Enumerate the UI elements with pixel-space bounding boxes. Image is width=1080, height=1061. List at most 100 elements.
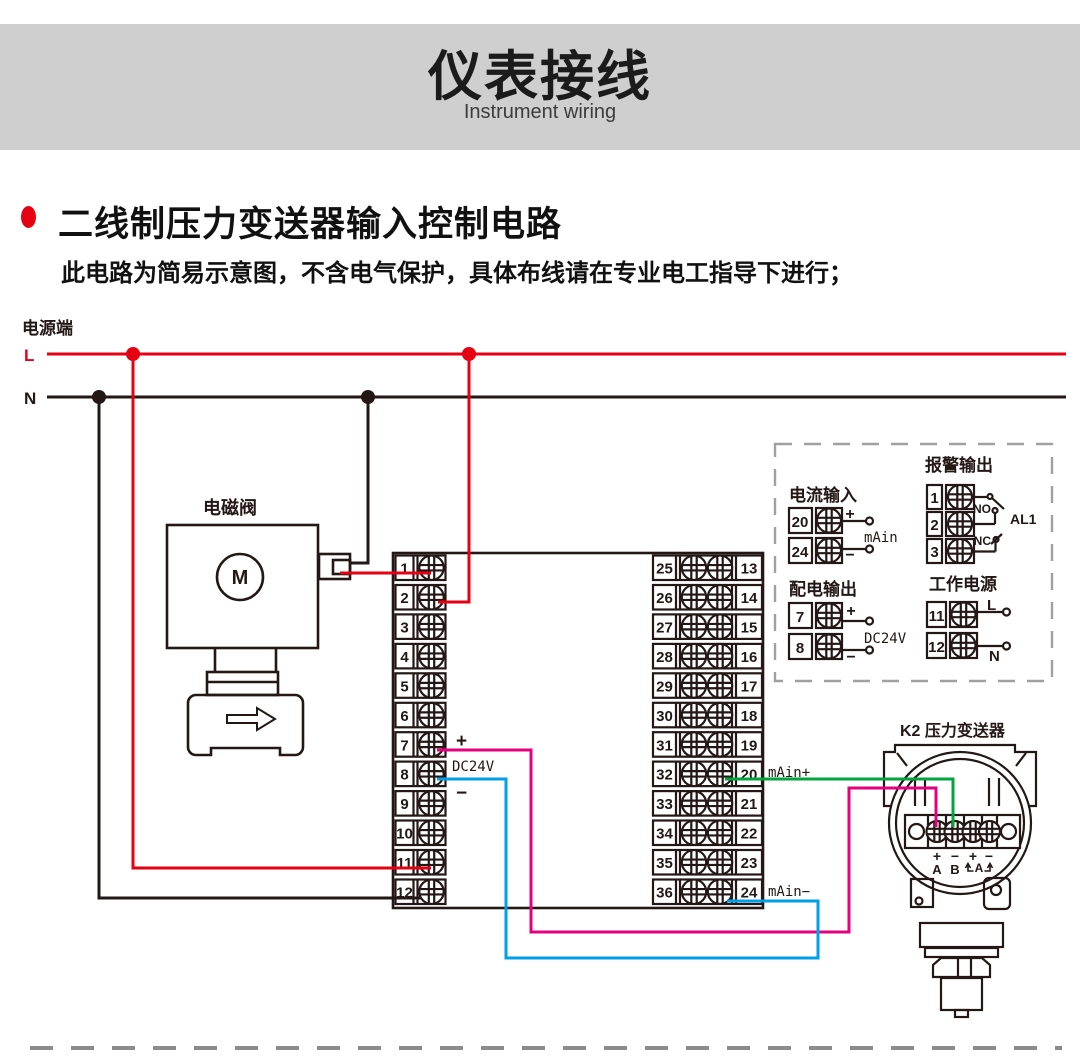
pin-b-label: B [950,862,959,877]
transmitter-flange [923,946,1000,959]
terminal-screw [950,601,977,628]
terminal-screw [946,483,974,511]
screw-slot [708,879,732,904]
section-note: 此电路为简易示意图，不含电气保护，具体布线请在专业电工指导下进行； [61,260,853,287]
terminal-number: 4 [400,649,409,666]
main-in-plus-label: mAin+ [768,765,810,781]
flow-arrow-icon [226,706,277,732]
terminal-number: 32 [656,767,673,784]
screw-circle [706,701,734,729]
mount-bracket-left [909,877,935,909]
screw-circle [418,642,445,670]
screw-slot [682,644,706,669]
screw-circle [418,731,445,758]
dc24v-positive-wire [437,748,938,934]
screw-slot [708,644,732,669]
terminal-screw [815,602,843,629]
screw-circle [946,537,974,565]
screw-slot [682,673,706,698]
terminal-number: 26 [656,590,673,607]
terminal-row: 30 18 [651,701,764,729]
polarity-sign: + [933,848,941,864]
screw-slot [708,791,732,816]
screw-circle [706,878,734,906]
ammeter-arrows [964,861,994,869]
terminal-row: 1 [394,554,447,582]
screw-slot [708,614,732,639]
screw-slot [682,585,706,610]
terminal-number: 2 [400,590,408,607]
screw-slot [708,761,732,786]
legend-alarm-output: 报警输出 1 2 3 NO NC AL1 [925,455,1037,565]
terminal-number: 19 [741,737,758,754]
terminal-row: 9 [394,789,447,817]
nc-label: NC [974,534,992,548]
mount-hole-icon [907,822,926,841]
screw-slot [682,614,706,639]
neutral-to-terminal12-wire [97,398,431,900]
terminal-row: 3 [394,613,447,641]
screw-slot [419,732,444,757]
terminal-screw [977,819,1002,844]
terminal-number: 13 [741,561,758,578]
terminal-number: 1 [400,561,408,578]
legend-terminal-number: 20 [792,514,809,531]
screw-circle [680,760,708,788]
screw-slot [419,879,444,904]
screw-circle [815,507,843,534]
terminal-number: 34 [656,826,673,843]
terminal-row: 8 [394,760,447,788]
solenoid-valve: 电磁阀 M [165,497,352,757]
terminal-screw [815,507,843,534]
solenoid-label: 电磁阀 [203,497,257,518]
pin-a-label: A [932,862,942,877]
legend-terminal-number: 8 [796,640,804,657]
housing-tabs [913,778,1001,806]
screw-slot [708,703,732,727]
terminal-number: 16 [741,649,758,666]
screw-circle [815,537,843,564]
screw-circle [706,760,734,788]
screw-circle [680,848,708,876]
screw-circle [680,701,708,729]
terminal-number: 20 [741,767,758,784]
screw-slot [817,508,841,533]
screw-slot [962,821,984,842]
terminal-row: 4 [394,642,447,670]
terminal-number: 7 [400,737,408,754]
screw-slot [682,820,706,845]
screw-circle [680,583,708,611]
label-backing [973,863,985,873]
terminal-number: 22 [741,826,758,843]
legend-terminal-number: 7 [796,609,804,626]
screw-circle [706,848,734,876]
header-bar [0,24,1080,150]
terminal-row: 12 [394,878,447,906]
screw-slot [979,821,1000,842]
terminal-number: 21 [741,796,758,813]
terminal-number: 30 [656,708,673,725]
legend-terminal-number: 1 [930,490,938,507]
screw-slot [926,821,948,842]
screw-slot [817,634,841,659]
screw-circle [815,602,843,629]
screw-slot [419,820,444,845]
screw-slot [419,703,444,727]
legend-power-output: 配电输出 7 8 + − DC24V [787,579,907,666]
relay-name: AL1 [1010,511,1037,527]
terminal-number: 25 [656,561,673,578]
valve-neck [213,648,278,672]
screw-slot [419,673,444,698]
screw-slot [948,539,972,563]
power-output-title: 配电输出 [789,579,857,599]
screw-circle [946,510,974,538]
terminal-number: 36 [656,885,673,902]
screw-circle [418,701,445,729]
terminal-number: 18 [741,708,758,725]
screw-slot [948,485,972,509]
screw-circle [680,819,708,847]
screw-circle [946,483,974,511]
